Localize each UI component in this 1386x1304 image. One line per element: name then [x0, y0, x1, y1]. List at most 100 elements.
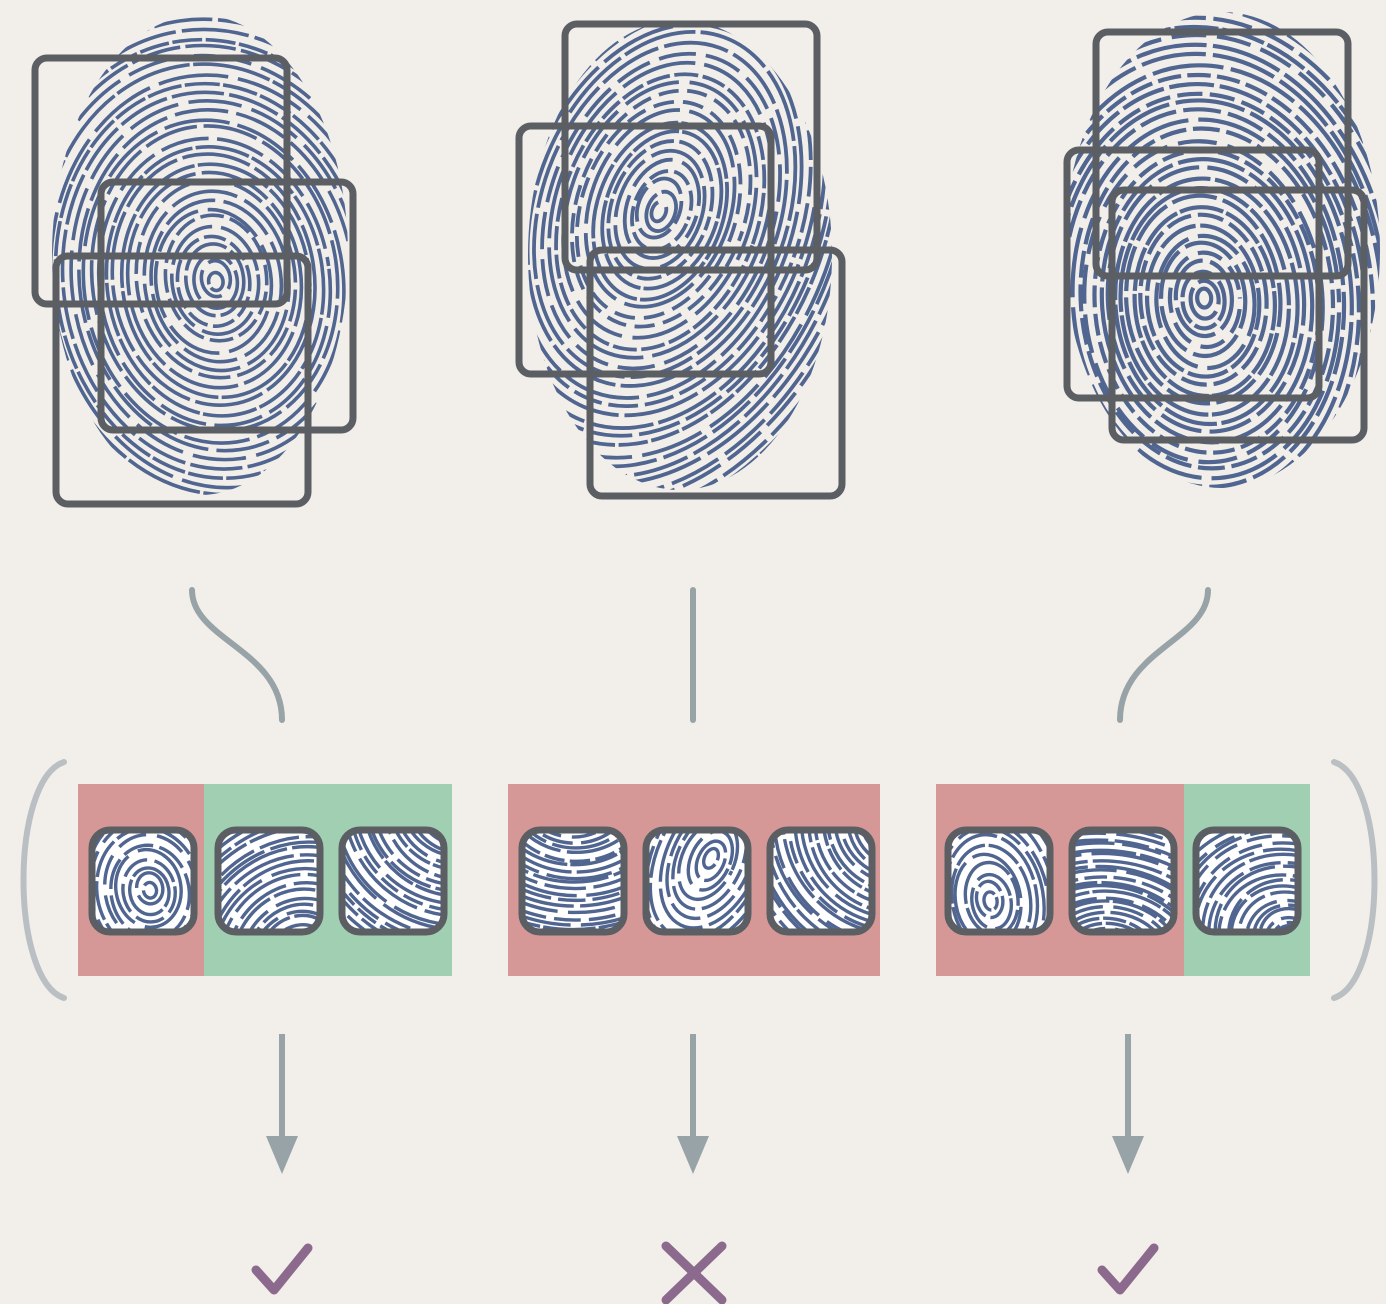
ridge-line	[153, 207, 274, 355]
results	[251, 1241, 1159, 1304]
ridge-line	[1167, 250, 1243, 350]
ridge-line	[342, 830, 444, 932]
ridge-line	[52, 15, 348, 495]
ridge-line	[406, 830, 444, 855]
ridge-line	[386, 830, 444, 872]
ridge-line	[832, 830, 872, 886]
ridge-line	[522, 830, 624, 903]
ridge-line	[1154, 233, 1257, 371]
ridge-line	[570, 88, 753, 329]
ridge-line	[1138, 212, 1269, 387]
fingerprint-patch	[642, 826, 752, 936]
ridge-line	[1072, 921, 1157, 932]
ridge-line	[1113, 176, 1300, 427]
ridge-line	[574, 99, 743, 320]
ridge-line	[352, 830, 444, 906]
ridge-line	[821, 830, 872, 900]
ridge-line	[399, 830, 444, 859]
ridge-line	[69, 99, 348, 462]
ridge-line	[361, 830, 444, 899]
ridge-line	[630, 169, 694, 252]
ridge-line	[1064, 98, 1354, 488]
ridge-line	[948, 830, 1046, 932]
fingerprint-patch	[214, 826, 324, 936]
ridge-line	[522, 830, 624, 884]
ridge-line	[52, 53, 348, 495]
ridge-line	[522, 830, 624, 839]
bracket-right	[1331, 759, 1378, 1001]
ridge-line	[658, 830, 748, 930]
ridge-line	[1072, 896, 1174, 932]
ridge-line	[1124, 193, 1283, 406]
ridge-line	[1072, 838, 1174, 932]
ridge-line	[528, 20, 832, 490]
ridge-line	[163, 213, 269, 343]
ridge-line	[109, 843, 192, 932]
ridge-line	[52, 37, 348, 495]
ridge-line	[134, 871, 165, 906]
ridge-line	[528, 20, 832, 490]
ridge-line	[1072, 916, 1162, 932]
ridge-line	[1072, 904, 1174, 932]
ridge-line	[1072, 831, 1174, 932]
check-icon	[251, 1243, 313, 1295]
ridge-line	[94, 830, 194, 932]
ridge-line	[846, 830, 872, 875]
ridge-line	[807, 830, 872, 915]
ridge-line	[1132, 205, 1277, 399]
ridge-line	[1064, 51, 1380, 488]
ridge-line	[600, 129, 724, 291]
ridge-line	[1105, 165, 1307, 434]
ridge-line	[1217, 873, 1298, 932]
ridge-line	[1064, 32, 1380, 488]
ridge-line	[622, 157, 702, 260]
ridge-line	[1188, 278, 1221, 321]
ridge-line	[561, 80, 759, 340]
ridge-line	[528, 20, 832, 490]
ridge-line	[1173, 258, 1235, 339]
ridge-line	[110, 152, 317, 407]
ridge-line	[583, 108, 737, 309]
ridge-line	[342, 830, 444, 932]
ridge-line	[882, 802, 919, 839]
ridge-line	[1072, 883, 1174, 932]
ridge-line	[786, 830, 872, 932]
ridge-line	[365, 830, 444, 893]
ridge-line	[1072, 889, 1174, 932]
ridge-line	[701, 846, 721, 870]
fingerprint-patch	[1192, 826, 1302, 936]
ridge-line	[342, 830, 444, 932]
ridge-line	[770, 830, 872, 932]
ridge-line	[169, 224, 261, 336]
ridge-line	[347, 830, 444, 913]
ridge-line	[1064, 72, 1376, 488]
ridge-line	[813, 830, 872, 907]
arrows	[266, 1034, 1144, 1174]
ridge-line	[772, 830, 872, 932]
ridge-line	[218, 859, 320, 932]
ridge-line	[218, 872, 320, 932]
ridge-line	[825, 830, 872, 893]
fingerprint-patch	[338, 826, 448, 936]
ridge-line	[694, 839, 728, 883]
ridge-line	[522, 830, 624, 867]
ridge-line	[528, 20, 832, 490]
ridge-line	[1072, 875, 1174, 932]
ridge-line	[342, 830, 444, 918]
ridge-line	[528, 20, 827, 430]
fingerprint-patch	[944, 826, 1054, 936]
selection-box	[52, 252, 312, 508]
ridge-line	[793, 830, 872, 927]
ridge-line	[522, 830, 624, 855]
ridge-line	[81, 118, 346, 445]
ridge-line	[1251, 903, 1298, 932]
ridge-line	[125, 170, 304, 390]
arrow-down-left	[266, 1034, 298, 1174]
ridge-line	[838, 830, 872, 879]
ridge-line	[121, 858, 177, 924]
arrow-down-middle	[677, 1034, 709, 1174]
ridge-line	[528, 30, 798, 388]
ridge-line	[1072, 910, 1172, 932]
ridge-line	[522, 830, 624, 850]
patches	[88, 802, 1302, 936]
